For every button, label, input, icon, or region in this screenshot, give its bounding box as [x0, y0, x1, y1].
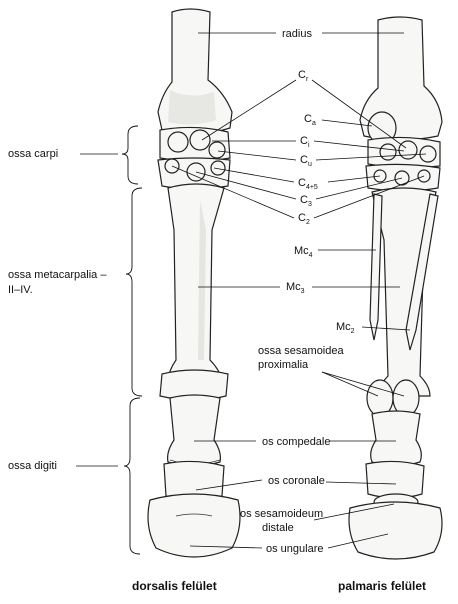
palmar-mc4 [369, 193, 383, 341]
label-ossa-metacarpalia-range: II–IV. [8, 284, 33, 296]
label-mc2: Mc2 [336, 321, 355, 335]
label-ungulare: os ungulare [266, 543, 324, 555]
palmar-coronale [365, 460, 425, 499]
label-ossa-metacarpalia: ossa metacarpalia – [8, 269, 107, 281]
label-ossa-carpi: ossa carpi [8, 148, 58, 160]
dorsal-ungulare [147, 493, 241, 558]
label-mc4: Mc4 [294, 245, 313, 259]
label-sesamoideum: os sesamoideum [240, 508, 323, 520]
palmar-compedale [370, 410, 422, 467]
label-sesamoidea-proximalia: proximalia [258, 359, 309, 371]
label-sesamoideum-distale: distale [262, 522, 294, 534]
palmar-radius [359, 16, 443, 141]
brace-carpi [121, 125, 139, 185]
palmar-ungulare [348, 501, 443, 560]
label-ossa-digiti: ossa digiti [8, 460, 57, 472]
label-c3: C3 [300, 194, 312, 208]
label-radius: radius [282, 28, 312, 40]
palmar-limb [348, 16, 443, 560]
brace-metacarpalia [125, 187, 143, 397]
label-c2: C2 [298, 212, 310, 226]
dorsal-compedale [167, 394, 221, 467]
label-coronale: os coronale [268, 475, 325, 487]
label-cu: Cu [300, 154, 312, 168]
label-ca: Ca [304, 113, 316, 127]
label-compedale: os compedale [262, 436, 331, 448]
center-annotations: radius Cr Ca Ci Cu C4+5 C3 C2 Mc4 [171, 28, 427, 555]
brace-digiti [123, 397, 141, 555]
palmar-mc2 [405, 193, 439, 351]
label-ci: Ci [300, 135, 310, 149]
dorsal-limb [147, 8, 241, 558]
label-mc3: Mc3 [286, 281, 305, 295]
caption-palmar: palmaris felület [338, 579, 426, 593]
label-c45: C4+5 [298, 177, 318, 191]
palmar-sesamoid-left [366, 379, 394, 417]
label-sesamoidea: ossa sesamoidea [258, 345, 344, 357]
left-annotations: ossa carpi ossa metacarpalia – II–IV. os… [8, 125, 143, 555]
label-cr: Cr [298, 69, 309, 83]
caption-dorsal: dorsalis felület [132, 579, 217, 593]
